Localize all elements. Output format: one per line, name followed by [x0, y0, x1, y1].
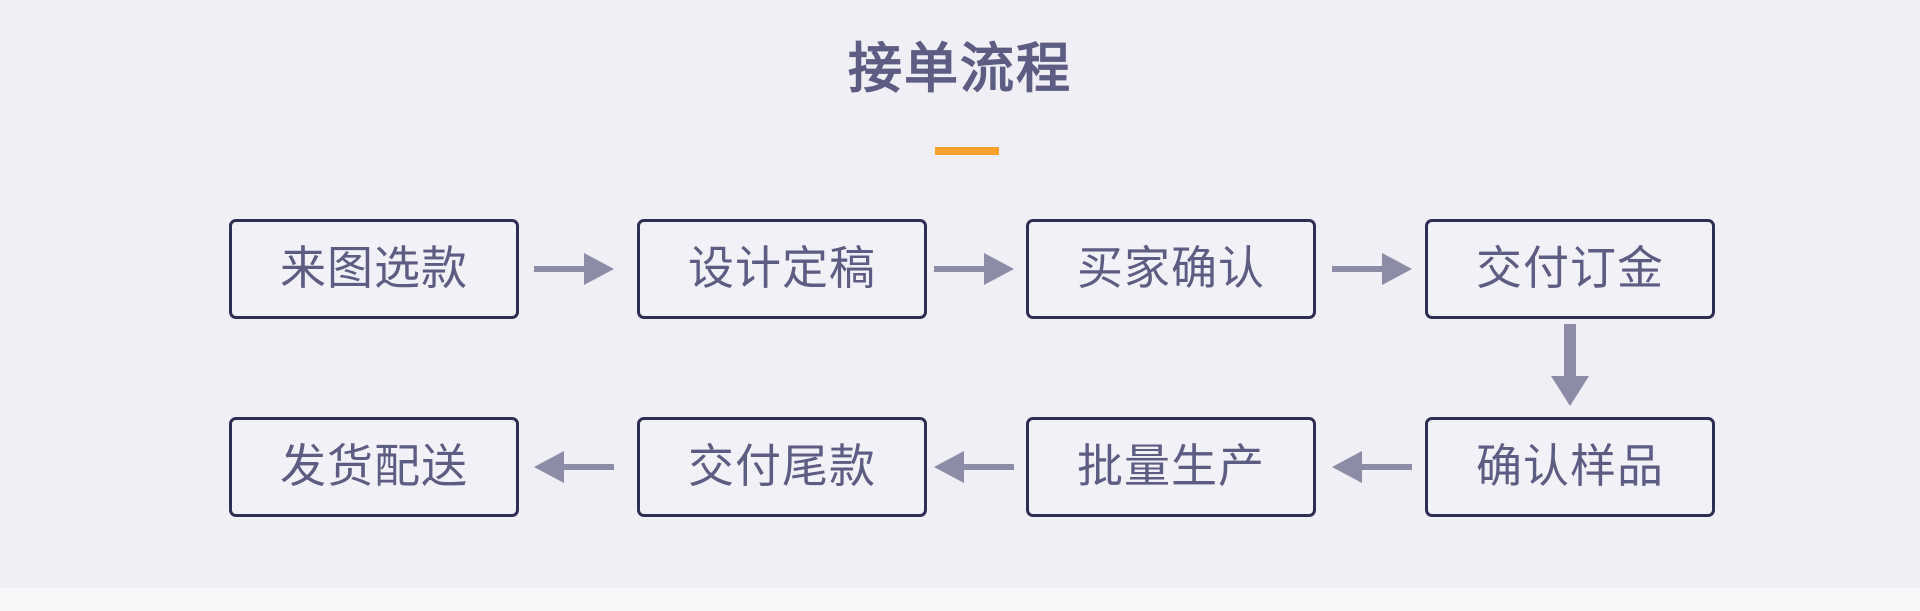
flow-node-7[interactable]: 交付尾款	[637, 417, 927, 517]
title-accent-rule	[935, 147, 999, 155]
arrow-down-icon-1	[1547, 322, 1593, 408]
flow-node-6[interactable]: 批量生产	[1026, 417, 1316, 517]
flow-node-4[interactable]: 交付订金	[1425, 219, 1715, 319]
arrow-left-icon-2	[932, 444, 1016, 490]
arrow-left-icon-1	[1330, 444, 1414, 490]
arrow-right-icon-3	[1330, 246, 1414, 292]
flow-node-2[interactable]: 设计定稿	[637, 219, 927, 319]
arrow-left-icon-3	[532, 444, 616, 490]
flow-node-3[interactable]: 买家确认	[1026, 219, 1316, 319]
flow-node-1[interactable]: 来图选款	[229, 219, 519, 319]
flow-node-5[interactable]: 确认样品	[1425, 417, 1715, 517]
arrow-right-icon-2	[932, 246, 1016, 292]
page-title: 接单流程	[848, 39, 1072, 99]
flow-node-8[interactable]: 发货配送	[229, 417, 519, 517]
arrow-right-icon-1	[532, 246, 616, 292]
